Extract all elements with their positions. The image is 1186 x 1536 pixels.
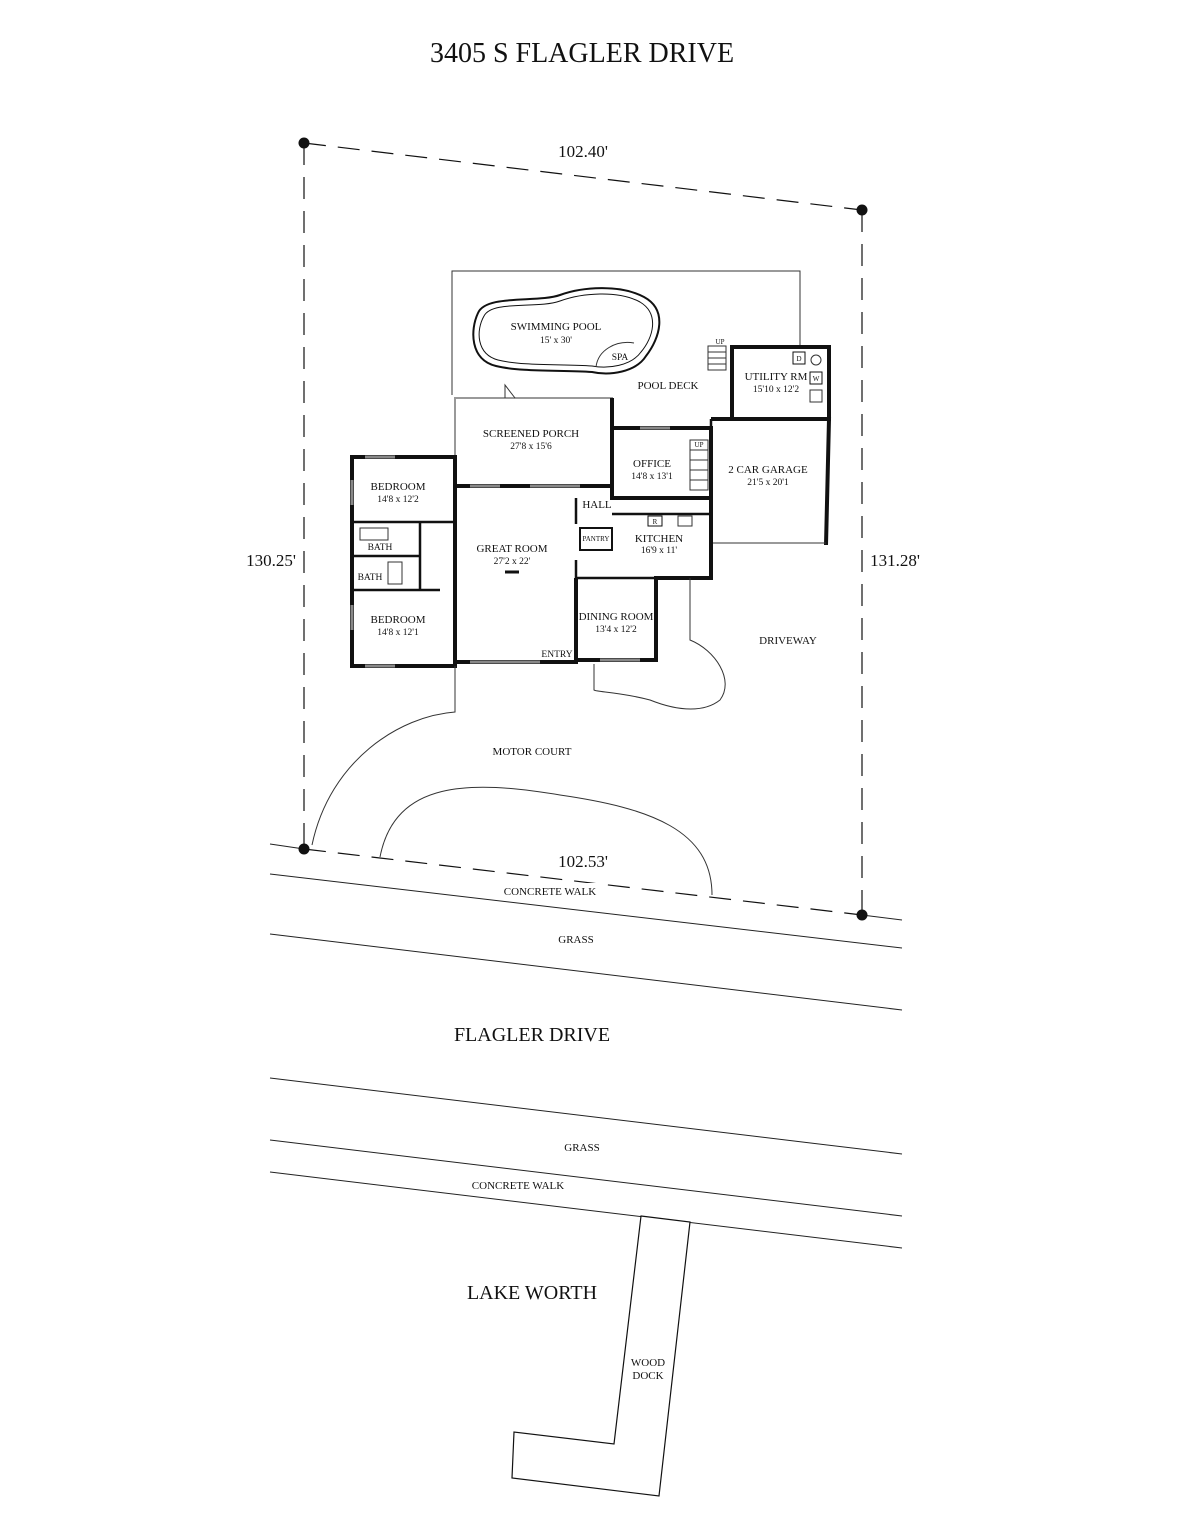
screened-porch-size: 27'8 x 15'6 xyxy=(510,442,552,452)
lot-right-dimension: 131.28' xyxy=(870,551,920,570)
interior-stair: UP xyxy=(689,439,709,491)
swimming-pool-inner xyxy=(478,293,654,368)
spa-label: SPA xyxy=(612,353,629,363)
motor-court-island xyxy=(379,786,713,896)
driveway-label: DRIVEWAY xyxy=(759,635,817,647)
dock-label-line1: WOOD xyxy=(631,1357,665,1369)
bath-2-shower xyxy=(387,561,403,585)
swimming-pool xyxy=(472,287,661,375)
refrigerator xyxy=(647,515,663,527)
interior-stair-up-label: UP xyxy=(695,441,704,449)
grass-north-label: GRASS xyxy=(558,934,593,946)
pantry-label: PANTRY xyxy=(583,535,610,543)
lot-corner-marker xyxy=(856,204,868,216)
exterior-stair: UP xyxy=(707,338,727,371)
washer xyxy=(809,371,823,385)
plan-title: 3405 S FLAGLER DRIVE xyxy=(430,38,734,69)
wood-dock xyxy=(511,1215,691,1497)
street-lines xyxy=(269,873,903,1249)
kitchen-size: 16'9 x 11' xyxy=(641,546,678,556)
pool-deck-outline xyxy=(451,270,801,395)
spa xyxy=(595,341,635,368)
water-heater xyxy=(810,354,822,366)
motor-court-label: MOTOR COURT xyxy=(493,746,572,758)
motor-court-outer xyxy=(311,666,456,846)
garage-label: 2 CAR GARAGE xyxy=(728,464,808,476)
lake-label: LAKE WORTH xyxy=(467,1282,597,1304)
street-name: FLAGLER DRIVE xyxy=(454,1024,610,1046)
grass-south-label: GRASS xyxy=(564,1142,599,1154)
pool-deck-label: POOL DECK xyxy=(637,380,698,392)
bedroom-2-label: BEDROOM xyxy=(370,614,425,626)
utility-sink xyxy=(809,389,823,403)
pool-label: SWIMMING POOL xyxy=(511,321,602,333)
dining-room-size: 13'4 x 12'2 xyxy=(595,625,637,635)
screened-porch-label: SCREENED PORCH xyxy=(483,428,579,440)
dryer-label: D xyxy=(796,355,801,363)
dock-label-line2: DOCK xyxy=(632,1370,663,1382)
kitchen-range xyxy=(677,515,693,527)
stair-up-label: UP xyxy=(716,338,725,346)
driveway-edge xyxy=(593,578,726,710)
hall-label: HALL xyxy=(582,499,612,511)
great-room-label: GREAT ROOM xyxy=(476,543,547,555)
pantry-walls xyxy=(579,527,613,551)
lot-bottom-dimension: 102.53' xyxy=(558,852,608,871)
garage-walls xyxy=(711,417,832,546)
bath-1-label: BATH xyxy=(368,543,393,553)
great-room-size: 27'2 x 22' xyxy=(494,557,531,567)
utility-room-size: 15'10 x 12'2 xyxy=(753,385,799,395)
entry-label: ENTRY xyxy=(541,650,572,660)
utility-room-label: UTILITY RM xyxy=(745,371,808,383)
office-label: OFFICE xyxy=(633,458,671,470)
lot-boundary xyxy=(269,137,903,921)
bedroom-2-size: 14'8 x 12'1 xyxy=(377,628,419,638)
concrete-walk-north-label: CONCRETE WALK xyxy=(504,886,596,898)
lot-top-dimension: 102.40' xyxy=(558,142,608,161)
refrigerator-label: R xyxy=(653,518,658,526)
concrete-walk-south-label: CONCRETE WALK xyxy=(472,1180,564,1192)
pool-size: 15' x 30' xyxy=(540,336,572,346)
bedroom-1-size: 14'8 x 12'2 xyxy=(377,495,419,505)
lot-corner-marker xyxy=(298,843,310,855)
bedroom-1-label: BEDROOM xyxy=(370,481,425,493)
windows xyxy=(350,426,670,668)
dining-room-label: DINING ROOM xyxy=(579,611,654,623)
bath-1-tub xyxy=(359,527,389,541)
bath-2-label: BATH xyxy=(358,573,383,583)
lot-corner-marker xyxy=(856,909,868,921)
kitchen-label: KITCHEN xyxy=(635,533,683,545)
washer-label: W xyxy=(813,375,820,383)
garage-size: 21'5 x 20'1 xyxy=(747,478,789,488)
lot-left-dimension: 130.25' xyxy=(246,551,296,570)
dryer xyxy=(792,351,806,365)
office-size: 14'8 x 13'1 xyxy=(631,472,673,482)
lot-corner-marker xyxy=(298,137,310,149)
